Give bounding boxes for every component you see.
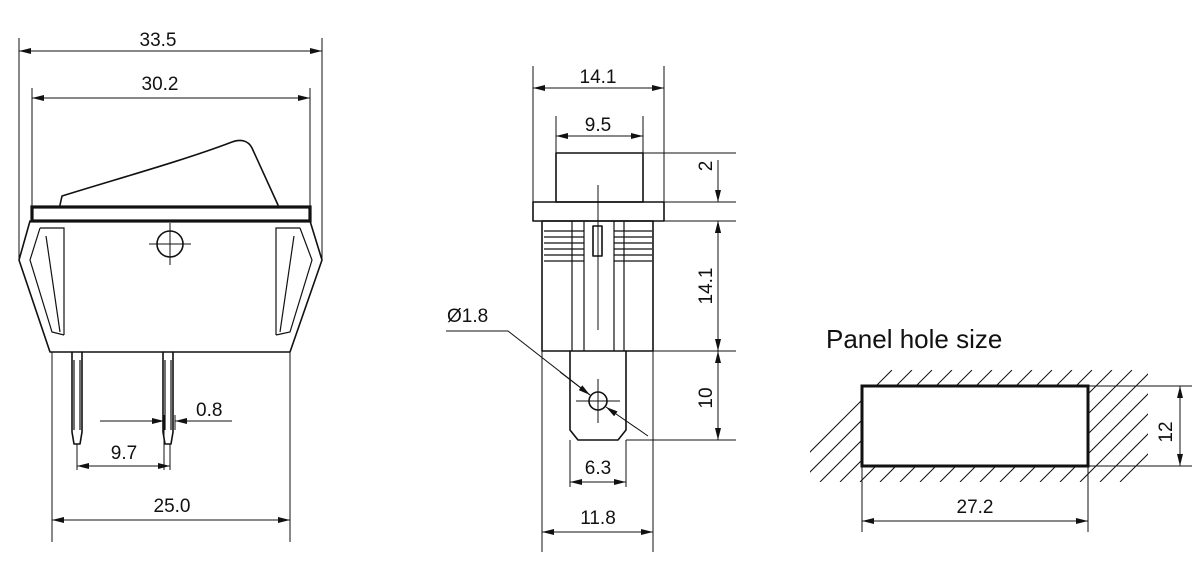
dim-terminal-width: 6.3	[585, 458, 611, 479]
body-inner-diag-left	[45, 235, 61, 333]
dim-hole-leader-tail	[605, 406, 649, 437]
dim-hole-leader	[446, 330, 591, 396]
front-view: 14.1 9.5 2 14.1 10 Ø1.8 6.3 11.8	[446, 66, 736, 552]
dim-body-width: 11.8	[580, 508, 616, 529]
body-ribs	[544, 221, 652, 351]
switch-body	[18, 220, 323, 353]
dim-pin-spacing: 9.7	[111, 443, 137, 464]
dim-rocker-width: 9.5	[585, 115, 611, 136]
dim-overall-width: 33.5	[140, 30, 177, 51]
dim-body-height: 14.1	[696, 268, 717, 305]
dim-hole-width: 27.2	[957, 497, 994, 518]
dim-hole-leader-head	[559, 371, 591, 396]
lamp-centerline	[149, 223, 191, 265]
pin-left-edge	[73, 360, 81, 430]
pin-right-edge	[164, 360, 172, 430]
dim-pin-width: 0.8	[196, 400, 222, 421]
quick-connect-terminal	[569, 350, 627, 441]
dim-rocker-height: 2	[696, 161, 717, 172]
body-inner-left	[29, 227, 65, 336]
dim-flange-width: 14.1	[580, 67, 617, 88]
flange	[30, 205, 312, 223]
body-inner-diag-right	[279, 235, 295, 333]
body-inner-right	[275, 227, 313, 336]
dim-hole-diameter: Ø1.8	[447, 306, 488, 327]
ext-lines-front	[532, 66, 736, 552]
dim-terminal-length: 10	[696, 387, 717, 408]
dim-frame-width: 30.2	[142, 74, 179, 95]
rocker-actuator	[59, 139, 279, 206]
dim-hole-height: 12	[1156, 421, 1177, 442]
side-view: 33.5 30.2 0.8 9.7 25.0	[18, 30, 323, 542]
rocker-top	[555, 152, 644, 203]
dim-base-width: 25.0	[154, 496, 191, 517]
ext-lines-panel	[861, 385, 1192, 532]
panel-hole-view: Panel hole size 12 27.2	[810, 324, 1192, 532]
panel-cutout	[860, 384, 1090, 468]
hole-centerline	[576, 379, 620, 423]
panel-hole-title: Panel hole size	[826, 324, 1002, 354]
